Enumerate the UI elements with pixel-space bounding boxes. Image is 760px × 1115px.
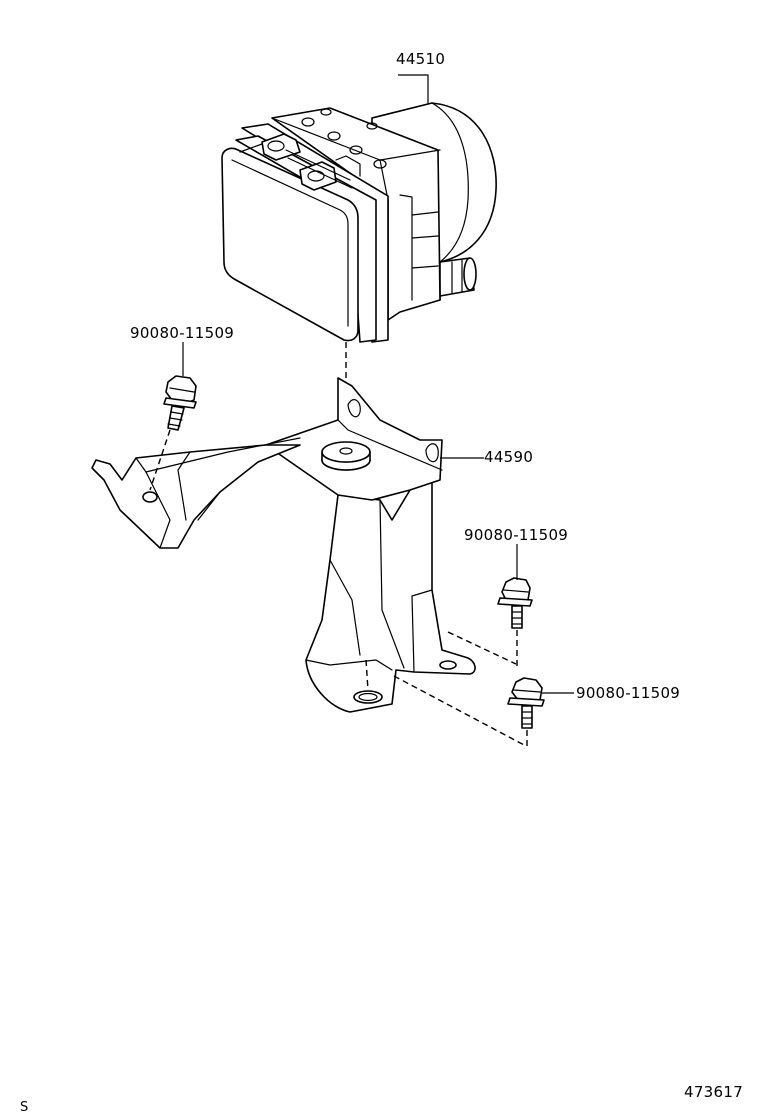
- part-number-bolt-right-upper[interactable]: 90080-11509: [464, 526, 569, 544]
- dash-hole-lower: [393, 675, 527, 747]
- diagram-id: 473617: [684, 1083, 744, 1101]
- part-number-44510[interactable]: 44510: [396, 50, 446, 68]
- bolt-right-lower-drawing: [507, 677, 545, 729]
- bolt-upper-left-drawing: [163, 375, 197, 431]
- leader-44510: [398, 74, 429, 104]
- corner-mark: S: [20, 1100, 29, 1115]
- bracket-drawing: [91, 377, 476, 713]
- part-number-bolt-right-lower[interactable]: 90080-11509: [576, 684, 681, 702]
- dash-bolt-upper-left: [149, 429, 171, 491]
- bolt-right-upper-drawing: [497, 577, 533, 629]
- dash-hole-left-foot: [365, 659, 369, 691]
- dash-hole-right-upper: [447, 631, 517, 665]
- abs-actuator-drawing: [221, 102, 497, 343]
- part-number-bolt-upper-left[interactable]: 90080-11509: [130, 324, 235, 342]
- part-number-44590[interactable]: 44590: [484, 448, 534, 466]
